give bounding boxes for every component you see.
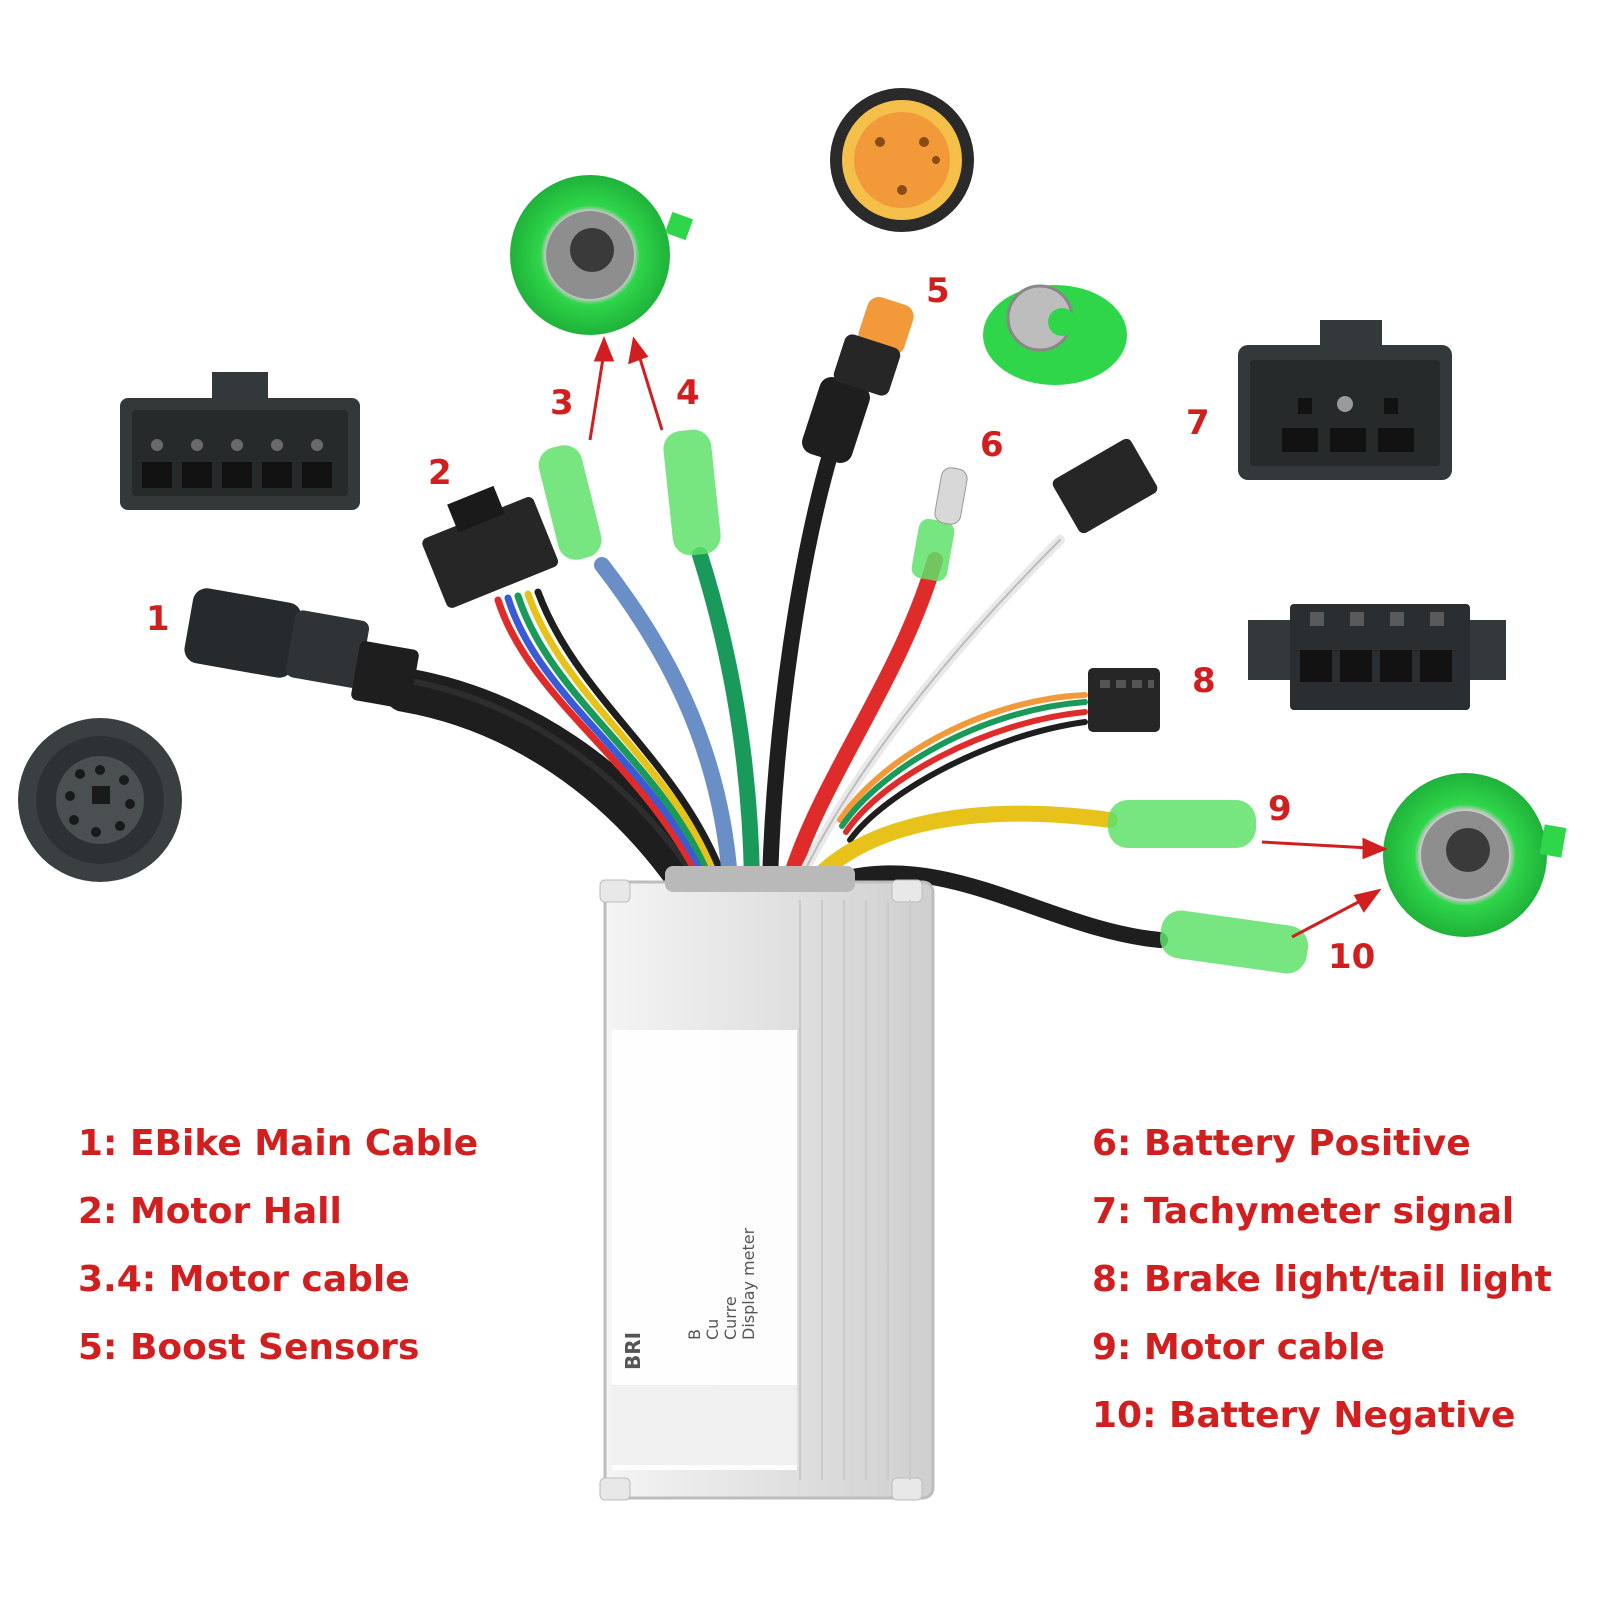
legend-right: 6: Battery Positive 7: Tachymeter signal… (1092, 1110, 1552, 1450)
sticker-brand: BRI (621, 1332, 645, 1370)
wire-boost-black (762, 447, 838, 888)
connector-motor-bullet-4 (663, 429, 721, 556)
connector-battery-negative (1159, 910, 1309, 974)
connector-battery-positive-face (983, 284, 1127, 385)
wire-brake-black (847, 719, 1088, 843)
connector-brake-light (1088, 668, 1160, 732)
connector-motor-hall (422, 485, 559, 608)
legend-item-battery-negative: 10: Battery Negative (1092, 1395, 1516, 1436)
controller-box: BRI B Cu Curre Display meter (599, 866, 935, 1501)
sticker-line-4: Display meter (739, 1227, 758, 1340)
wire-battery-negative (832, 865, 1168, 948)
arrows (588, 335, 1388, 939)
callout-9: 9 (1268, 789, 1292, 829)
wire-brake-orange (837, 692, 1088, 823)
legend-left: 1: EBike Main Cable 2: Motor Hall 3.4: M… (78, 1110, 478, 1382)
connector-boost-sensor (802, 296, 914, 463)
wire-hall-red (494, 596, 704, 884)
connector-bullet-face-right (1383, 773, 1567, 937)
legend-item-brake-light: 8: Brake light/tail light (1092, 1259, 1552, 1300)
callout-7: 7 (1186, 403, 1210, 443)
wire-hall-blue (504, 594, 710, 884)
sticker-line-2: Cu (703, 1319, 722, 1340)
wire-motor-blue (594, 557, 738, 888)
connector-battery-positive (911, 467, 968, 582)
callout-10: 10 (1328, 937, 1376, 977)
callout-2: 2 (428, 453, 452, 493)
callout-4: 4 (676, 373, 700, 413)
callout-3: 3 (550, 383, 574, 423)
connector-tachymeter-face (1238, 320, 1452, 480)
connector-boost-sensor-face (830, 88, 974, 232)
connector-main-cable-face (18, 718, 182, 882)
wire-motor-green (692, 547, 760, 888)
wires (383, 447, 1168, 948)
legend-item-battery-positive: 6: Battery Positive (1092, 1123, 1471, 1164)
wire-hall-green (514, 592, 716, 884)
wire-battery-positive (782, 552, 943, 888)
callout-8: 8 (1192, 661, 1216, 701)
connector-main-cable (184, 588, 419, 709)
legend-item-boost-sensors: 5: Boost Sensors (78, 1327, 420, 1368)
callout-6: 6 (980, 425, 1004, 465)
wire-hall-yellow (524, 590, 722, 884)
sticker-line-3: Curre (721, 1296, 740, 1340)
callout-1: 1 (146, 599, 170, 639)
legend-item-motor-cable-9: 9: Motor cable (1092, 1327, 1385, 1368)
wire-brake-red (843, 709, 1088, 835)
connector-brake-light-face (1248, 604, 1506, 710)
connector-motor-bullet-face (510, 175, 694, 335)
legend-item-motor-cable-34: 3.4: Motor cable (78, 1259, 410, 1300)
legend-item-motor-hall: 2: Motor Hall (78, 1191, 342, 1232)
legend-item-tachymeter: 7: Tachymeter signal (1092, 1191, 1515, 1232)
connector-motor-bullet-3 (538, 445, 602, 560)
sticker-line-1: B (685, 1329, 704, 1340)
connector-motor-hall-face (120, 372, 360, 510)
connector-tachymeter (1052, 438, 1158, 534)
wire-hall-black (534, 588, 728, 884)
connector-motor-bullet-9 (1108, 800, 1256, 848)
legend-item-main-cable: 1: EBike Main Cable (78, 1123, 479, 1164)
wire-motor-yellow (807, 805, 1118, 888)
callout-5: 5 (926, 271, 950, 311)
wire-brake-green (839, 699, 1088, 829)
wire-main-cable (383, 668, 712, 902)
